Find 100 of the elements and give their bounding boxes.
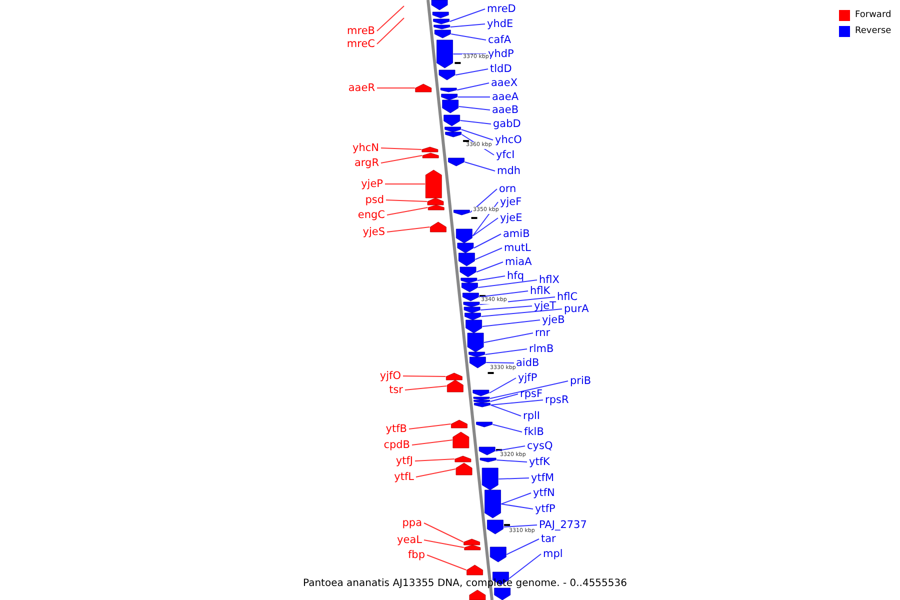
gene-block	[440, 88, 457, 92]
gene-block	[453, 210, 470, 216]
leader-line	[460, 120, 492, 124]
gene-label: yhcN	[352, 141, 379, 155]
leader-line	[480, 308, 562, 317]
gene-label: tsr	[389, 383, 403, 397]
leader-line	[473, 234, 502, 248]
gene-label: engC	[358, 208, 385, 222]
gene-label: yhdP	[488, 47, 514, 61]
leader-line	[404, 386, 448, 390]
leader-line	[449, 8, 486, 22]
leader-line	[495, 446, 526, 452]
gene-block	[456, 228, 472, 244]
gene-label: rlmB	[529, 342, 554, 356]
leader-line	[456, 82, 490, 90]
gene-label: hfq	[507, 269, 524, 283]
gene-label: priB	[570, 374, 592, 388]
leader-line	[498, 478, 530, 480]
leader-line	[450, 24, 486, 28]
leader-line	[490, 380, 568, 399]
gene-label: yjeB	[542, 313, 565, 327]
gene-label: tldD	[490, 62, 512, 76]
gene-label: yjfP	[518, 371, 538, 385]
legend-label: Forward	[855, 10, 892, 21]
leader-line	[386, 207, 428, 216]
gene-label: fbp	[408, 548, 425, 562]
gene-block	[434, 24, 450, 30]
gene-block	[473, 396, 490, 400]
gene-label: argR	[354, 156, 379, 170]
gene-block	[454, 456, 472, 462]
gene-block	[466, 320, 482, 334]
leader-line	[464, 162, 496, 172]
gene-label: mutL	[504, 241, 531, 255]
legend-label: Reverse	[855, 26, 892, 37]
gene-block	[448, 158, 464, 166]
gene-label: rnr	[535, 326, 550, 340]
gene-label: gabD	[493, 117, 521, 131]
leader-line	[412, 440, 453, 446]
gene-block	[460, 278, 478, 284]
gene-block	[460, 266, 476, 278]
leader-line	[503, 524, 538, 528]
gene-label: rpsF	[520, 387, 542, 401]
leader-line	[457, 96, 490, 98]
gene-block	[484, 490, 501, 518]
gene-label: PAJ_2737	[539, 518, 587, 532]
gene-block	[494, 588, 511, 600]
leader-line	[480, 306, 532, 310]
gene-block	[474, 402, 490, 408]
gene-label: rplI	[523, 409, 540, 423]
gene-block	[487, 520, 504, 534]
gene-block	[463, 302, 480, 308]
gene-label: yjfO	[380, 369, 401, 383]
gene-block	[464, 544, 481, 550]
gene-label: aaeA	[492, 90, 519, 104]
leader-line	[408, 424, 452, 430]
gene-block	[445, 132, 462, 138]
gene-label: cpdB	[384, 438, 410, 452]
gene-label: miaA	[505, 255, 532, 269]
leader-line	[490, 404, 522, 416]
leader-line	[424, 522, 464, 542]
gene-label: yhcO	[495, 133, 522, 147]
gene-block	[428, 204, 444, 210]
leader-line	[455, 68, 488, 76]
leader-line	[508, 554, 542, 579]
leader-line	[380, 155, 423, 164]
leader-line	[488, 378, 516, 394]
leader-line	[478, 280, 538, 288]
leader-line	[476, 262, 504, 272]
gene-label: aidB	[516, 356, 540, 370]
gene-label: ytfL	[394, 470, 414, 484]
gene-block	[480, 458, 496, 462]
gene-block	[422, 146, 438, 152]
gene-label: hflK	[530, 284, 550, 298]
gene-label: ytfM	[531, 471, 554, 485]
gene-label: rpsR	[545, 393, 569, 407]
gene-block	[451, 420, 468, 428]
gene-label: aaeR	[348, 81, 375, 95]
gene-block	[469, 590, 486, 600]
leader-line	[484, 348, 528, 355]
gene-block	[431, 0, 448, 10]
gene-label: yjeE	[500, 211, 522, 225]
gene-block	[464, 538, 480, 546]
gene-label: purA	[564, 302, 589, 316]
leader-line	[490, 394, 518, 402]
gene-block	[472, 390, 490, 396]
gene-block	[452, 432, 470, 448]
leader-line	[424, 540, 464, 548]
gene-label: mreC	[346, 37, 375, 51]
gene-label: fklB	[524, 425, 544, 439]
gene-label: yjeT	[534, 299, 556, 313]
gene-block	[422, 152, 439, 158]
gene-label: hflC	[557, 290, 578, 304]
gene-block	[432, 12, 449, 18]
gene-label: mpl	[543, 547, 563, 561]
gene-label: yjeF	[500, 195, 522, 209]
leader-line	[478, 290, 528, 298]
gene-label: psd	[365, 193, 384, 207]
gene-block	[462, 292, 479, 302]
gene-block	[446, 372, 462, 380]
caption: Pantoea ananatis AJ13355 DNA, complete genome. - 0..4555536	[303, 577, 627, 590]
